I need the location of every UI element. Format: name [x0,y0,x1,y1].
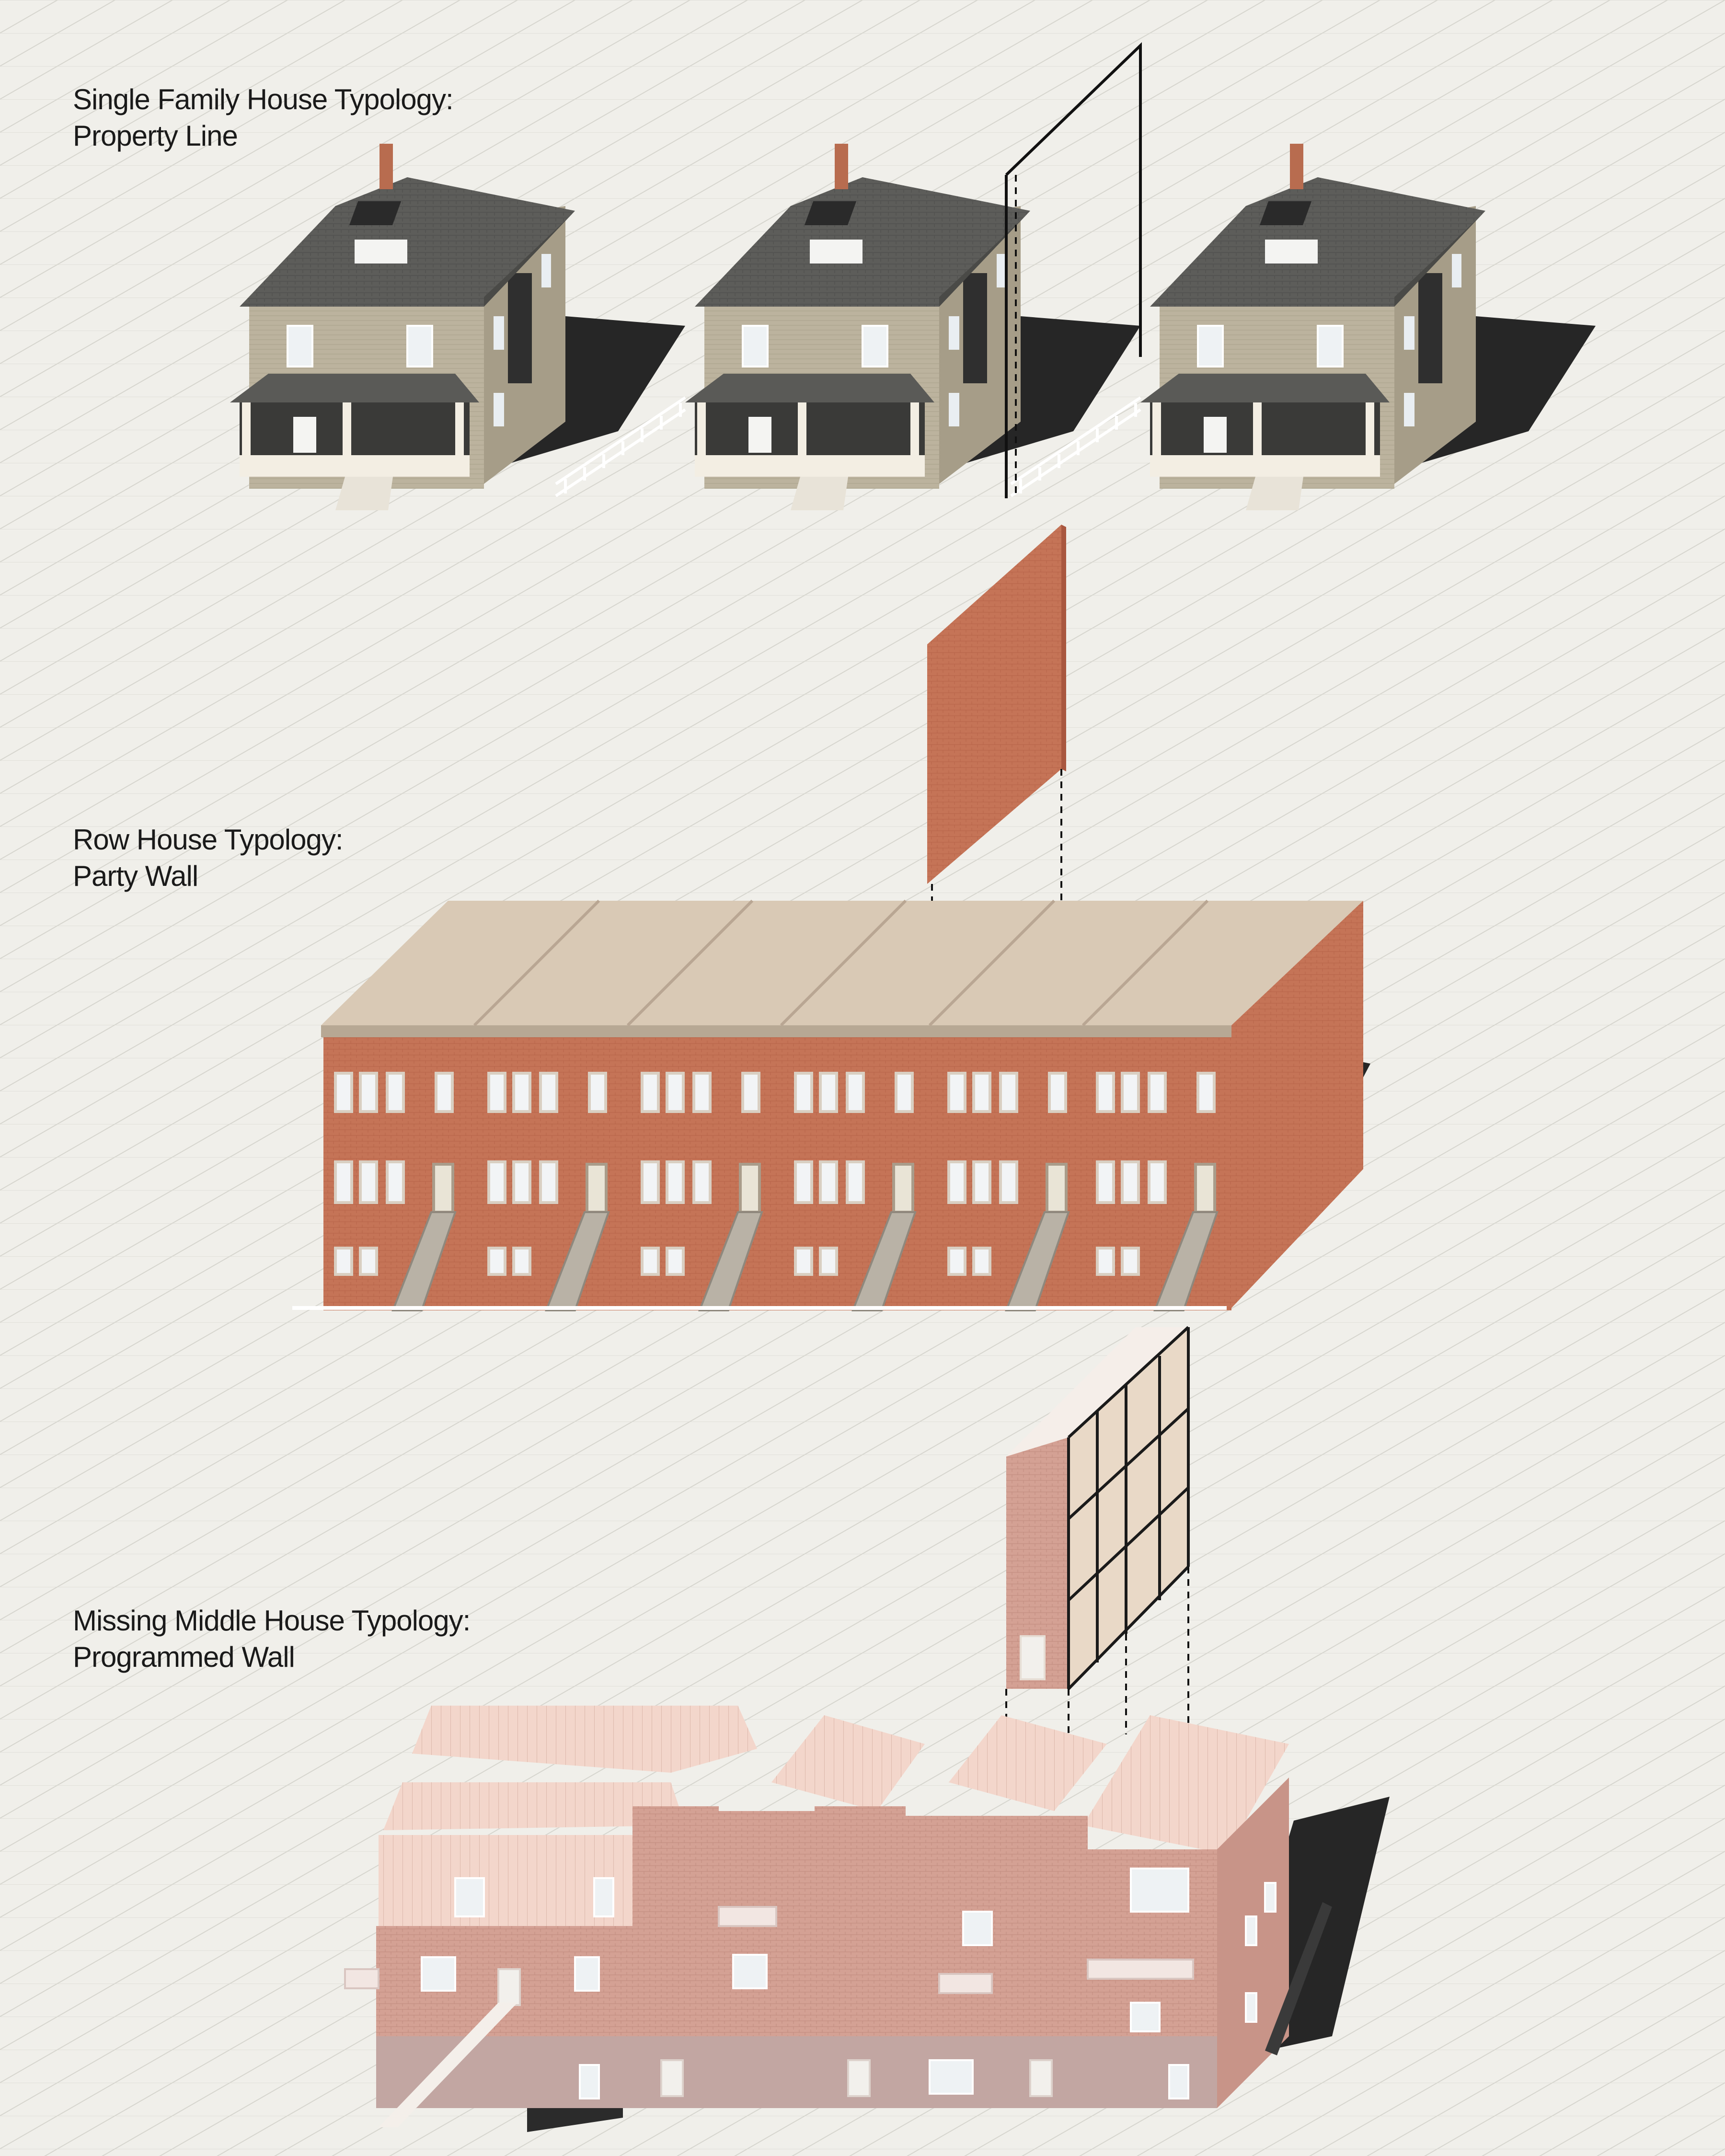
skylight [1259,201,1312,225]
front-door [293,417,316,453]
module-brick-face [1006,1437,1069,1689]
row-end-wall [1231,901,1363,1308]
porch-column [343,402,351,474]
side-window [997,254,1006,287]
missing-middle [344,1326,1390,2132]
dormer-window [355,240,407,264]
upper-window [593,1877,614,1917]
single-family-houses [230,42,1596,510]
section-title-single-family: Single Family House Typology: Property L… [73,81,454,154]
roof-side [1394,211,1485,307]
side-stair [1265,1902,1332,2055]
front-door [1204,417,1227,453]
porch-railing [240,455,470,477]
module-door [1020,1635,1046,1680]
roof-parapets [473,899,1209,1027]
property-line-plane [1005,42,1142,498]
row-stoops [391,1211,1219,1311]
title-line-2: Programmed Wall [73,1641,295,1673]
upper-window [406,325,433,367]
porch-column [242,402,251,474]
module-top [1006,1327,1188,1456]
dormer-window [810,240,862,264]
side-window [1404,316,1414,350]
upper-window [1197,325,1224,367]
porch-column [1366,402,1374,474]
upper-window [742,325,769,367]
porch-column [1253,402,1262,474]
party-wall-edge [1061,525,1066,771]
module-guide-dashed [1005,1567,1189,1773]
porch-column [697,402,706,474]
chimney [835,144,848,189]
title-line-1: Missing Middle House Typology: [73,1605,471,1637]
porch-roof [230,374,479,402]
roof-cornice [321,1025,1231,1037]
dormer-window [1265,240,1318,264]
metal-roof [383,1782,685,1830]
exterior-stair [379,2003,518,2127]
picket-fence [555,396,1141,497]
porch [240,402,470,462]
balconies [344,1906,1194,1994]
porch-column [798,402,806,474]
porch-roof [685,374,934,402]
title-line-1: Row House Typology: [73,824,344,856]
bay-window [508,273,532,383]
section-title-row-house: Row House Typology: Party Wall [73,822,344,895]
masonry-base [376,2036,1217,2108]
title-line-2: Property Line [73,120,238,152]
title-line-1: Single Family House Typology: [73,83,454,115]
module-frame [1067,1326,1190,1690]
title-line-2: Party Wall [73,860,198,892]
chimney [1290,144,1303,189]
porch-column [1152,402,1161,474]
porch-column [455,402,464,474]
porch-railing [695,455,925,477]
upper-window [1317,325,1344,367]
entry-doors [497,1968,1053,2097]
skylight [349,201,402,225]
upper-window [454,1877,485,1917]
row-facade [323,1037,1231,1310]
bay-window [1418,273,1442,383]
house-2 [685,144,1140,510]
side-window [494,316,504,350]
metal-roof [412,1706,757,1773]
side-window [949,393,959,426]
porch-steps [1246,477,1303,510]
bay-window [963,273,987,383]
missing-middle-windows [421,1868,1276,2099]
side-window [541,254,551,287]
property-line-dashed [1015,46,1141,498]
side-window [494,393,504,426]
house-1 [230,144,685,510]
front-door [748,417,771,453]
side-window [949,316,959,350]
house-3 [1140,144,1596,510]
upper-window [862,325,888,367]
chimney [380,144,393,189]
porch-column [910,402,919,474]
section-title-missing-middle: Missing Middle House Typology: Programme… [73,1603,471,1675]
party-wall-panel [927,525,1061,884]
porch [695,402,925,462]
porch-roof [1140,374,1390,402]
row-facade-windows [334,1072,1216,1276]
programmed-wall-module [1006,1326,1190,1690]
metal-roof [771,1715,925,1811]
porch [1150,402,1380,462]
row-houses [292,525,1370,1311]
porch-steps [791,477,848,510]
side-window [1452,254,1461,287]
porch-steps [335,477,393,510]
skylight [804,201,857,225]
porch-railing [1150,455,1380,477]
upper-window [287,325,313,367]
side-window [1404,393,1414,426]
roof-side [484,211,575,307]
metal-roof [949,1715,1107,1811]
metal-roof [1083,1715,1289,1854]
